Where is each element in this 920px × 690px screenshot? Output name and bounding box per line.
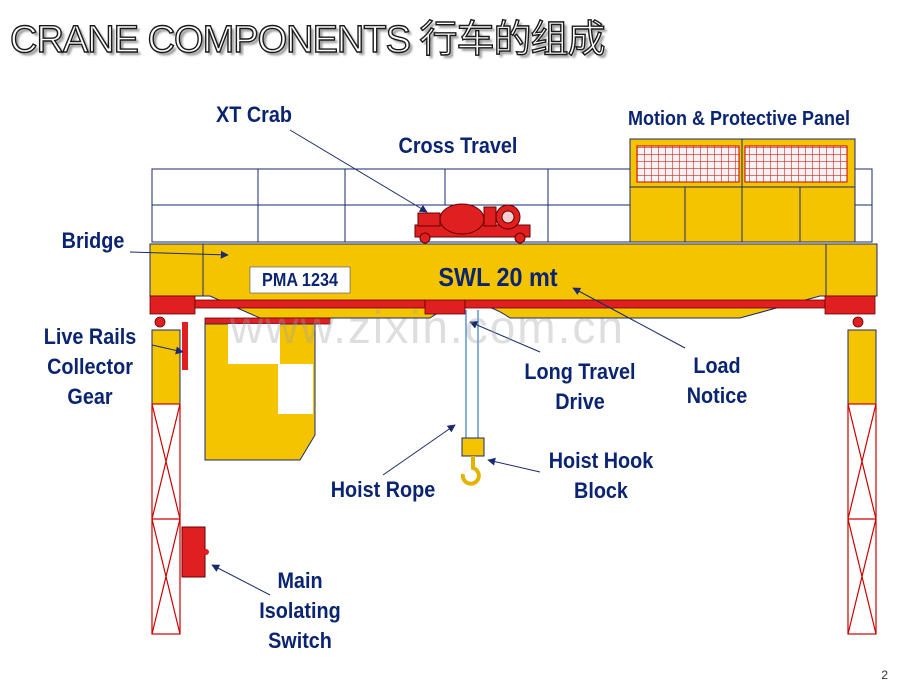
xt-crab xyxy=(414,203,531,244)
watermark: www.zixin.com.cn xyxy=(230,301,625,353)
operator-cab xyxy=(204,323,316,461)
label-hoist-hook: Hoist Hook Block xyxy=(548,448,654,503)
label-long-travel: Long Travel Drive xyxy=(524,359,636,414)
label-bridge: Bridge xyxy=(61,228,125,253)
label-motion-panel: Motion & Protective Panel xyxy=(627,108,851,130)
label-bridge-plate: PMA 1234 xyxy=(262,270,338,290)
slide-title: CRANE COMPONENTS 行车的组成 xyxy=(9,18,606,61)
page-number: 2 xyxy=(881,668,888,682)
label-hoist-rope: Hoist Rope xyxy=(330,477,436,502)
bridge-girder xyxy=(149,243,878,319)
long-travel-shaft xyxy=(149,295,876,328)
left-leg xyxy=(151,322,188,635)
hook-block xyxy=(460,437,485,486)
label-swl: SWL 20 mt xyxy=(438,262,558,292)
label-live-rails: Live Rails Collector Gear xyxy=(43,324,137,409)
label-xt-crab: XT Crab xyxy=(216,102,292,127)
hoist-rope xyxy=(465,310,479,440)
isolating-switch xyxy=(181,526,209,578)
label-main-switch: Main Isolating Switch xyxy=(259,568,341,653)
motion-panel xyxy=(629,138,856,243)
right-leg xyxy=(847,329,877,635)
label-cross-travel: Cross Travel xyxy=(398,133,518,158)
label-load-notice: Load Notice xyxy=(686,353,748,408)
callout-arrows xyxy=(129,129,686,596)
